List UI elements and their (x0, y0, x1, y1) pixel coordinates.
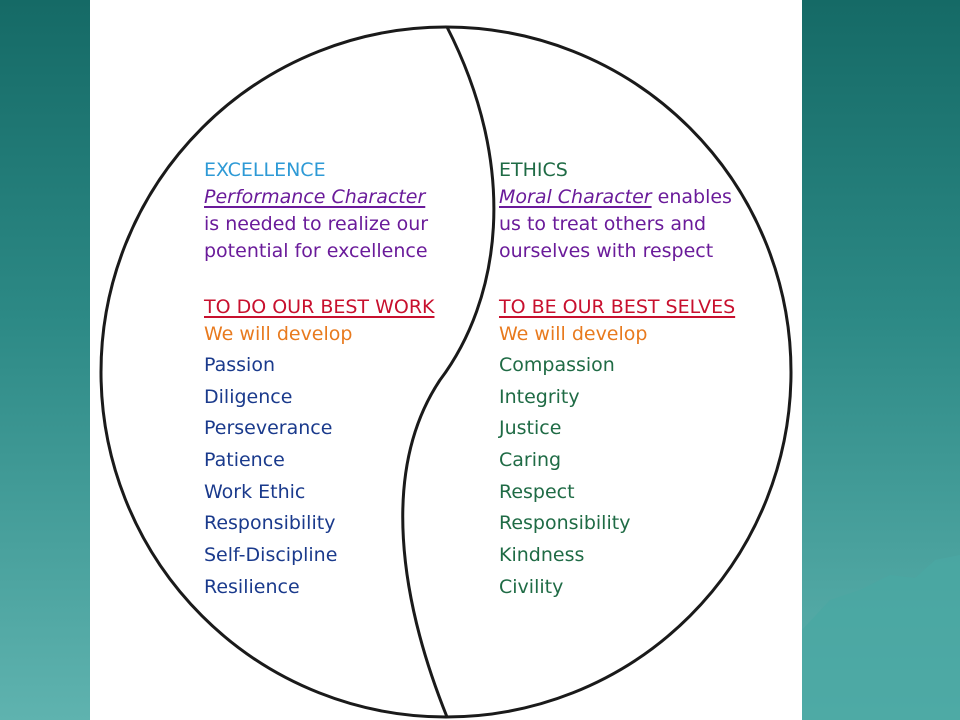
character-circle-diagram (99, 25, 793, 719)
right-trait-item: Responsibility (499, 512, 631, 535)
best-work-heading: TO DO OUR BEST WORK (204, 296, 435, 318)
left-trait-item: Passion (204, 354, 275, 376)
left-trait-item: Self-Discipline (204, 544, 338, 567)
right-trait-item: Integrity (499, 385, 580, 408)
left-trait-item: Perseverance (204, 417, 333, 440)
right-trait-item: Compassion (499, 354, 615, 376)
right-develop-label: We will develop (499, 323, 648, 345)
right-trait-item: Respect (499, 480, 575, 503)
right-trait-item: Kindness (499, 544, 585, 567)
left-trait-item: Work Ethic (204, 480, 306, 503)
slide-canvas: EXCELLENCE Performance Character is need… (90, 0, 802, 720)
moral-character-rest: enables (651, 186, 732, 208)
moral-character-label: Moral Character (499, 186, 652, 208)
left-trait-item: Resilience (204, 575, 300, 598)
moral-character-line: Moral Character enables (499, 184, 732, 211)
right-trait-item: Justice (499, 417, 562, 440)
left-trait-item: Responsibility (204, 512, 336, 535)
dividing-curve (401, 26, 496, 718)
right-trait-item: Caring (499, 449, 562, 472)
excellence-intro-line2: is needed to realize our (204, 213, 429, 235)
ethics-intro-line2: us to treat others and (499, 213, 707, 235)
best-selves-heading: TO BE OUR BEST SELVES (499, 296, 736, 318)
performance-character-label: Performance Character (204, 186, 426, 208)
right-trait-item: Civility (499, 575, 564, 598)
ethics-heading: ETHICS (499, 159, 568, 181)
left-trait-item: Diligence (204, 385, 293, 408)
excellence-intro-line3: potential for excellence (204, 240, 428, 262)
left-develop-label: We will develop (204, 323, 353, 345)
left-trait-item: Patience (204, 449, 285, 472)
ethics-intro-line3: ourselves with respect (499, 240, 714, 262)
excellence-heading: EXCELLENCE (204, 159, 326, 181)
